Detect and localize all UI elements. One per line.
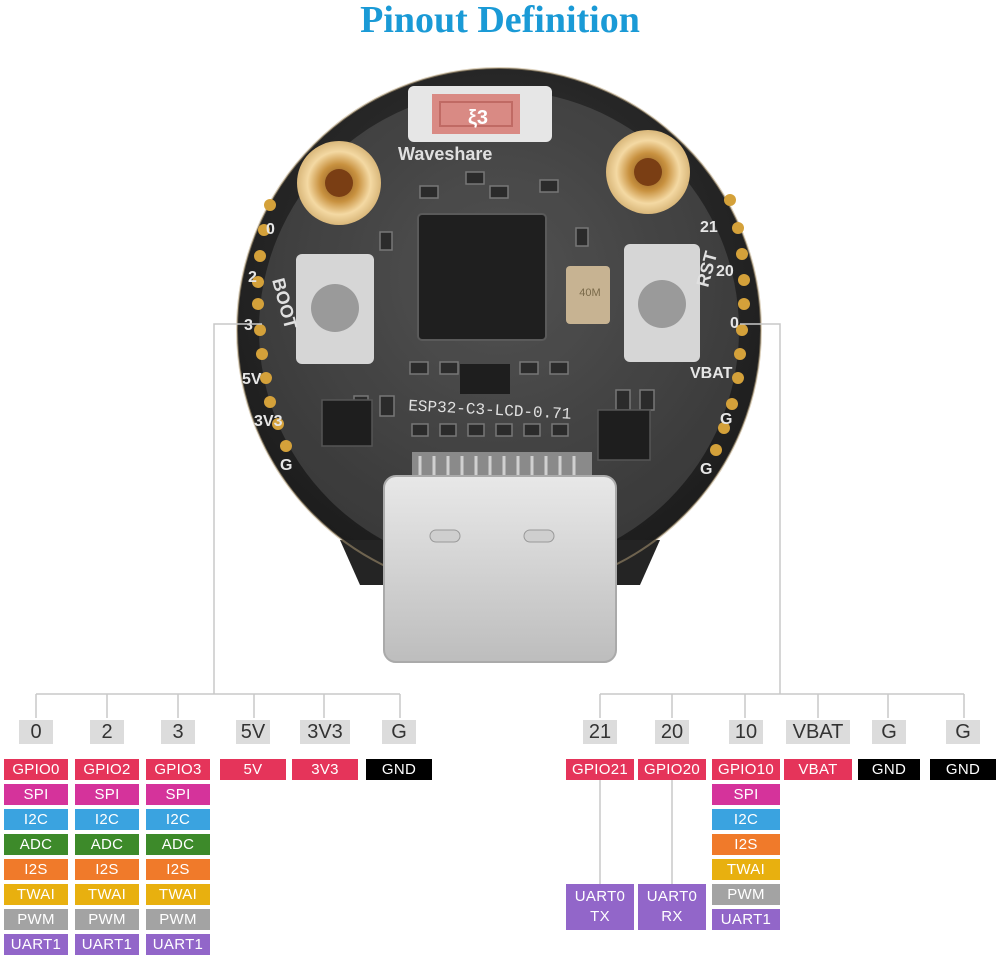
uart0-tag-line: UART0 bbox=[566, 887, 634, 907]
pin-number-label: 10 bbox=[729, 720, 763, 744]
function-tag-pwm: PWM bbox=[146, 909, 210, 930]
function-tag-adc: ADC bbox=[4, 834, 68, 855]
function-tag-adc: ADC bbox=[146, 834, 210, 855]
function-tag-twai: TWAI bbox=[146, 884, 210, 905]
function-tag-5v: 5V bbox=[220, 759, 286, 780]
pin-number-label: 2 bbox=[90, 720, 124, 744]
function-tag-i2s: I2S bbox=[146, 859, 210, 880]
function-tag-i2s: I2S bbox=[712, 834, 780, 855]
function-tag-uart1: UART1 bbox=[75, 934, 139, 955]
svg-text:40M: 40M bbox=[579, 287, 600, 299]
function-tag-gpio10: GPIO10 bbox=[712, 759, 780, 780]
function-tag-twai: TWAI bbox=[4, 884, 68, 905]
svg-text:VBAT: VBAT bbox=[690, 365, 733, 382]
svg-text:2: 2 bbox=[248, 269, 257, 286]
function-tag-gpio2: GPIO2 bbox=[75, 759, 139, 780]
pin-number-label: G bbox=[946, 720, 980, 744]
pin-number-label: 5V bbox=[236, 720, 270, 744]
function-tag-pwm: PWM bbox=[712, 884, 780, 905]
function-tag-uart1: UART1 bbox=[712, 909, 780, 930]
svg-text:0: 0 bbox=[266, 221, 275, 238]
function-tag-gnd: GND bbox=[366, 759, 432, 780]
usb-c-connector bbox=[384, 452, 616, 662]
function-tag-spi: SPI bbox=[146, 784, 210, 805]
boot-button bbox=[296, 254, 374, 364]
uart0-tag-line: RX bbox=[638, 907, 706, 927]
function-tag-i2c: I2C bbox=[4, 809, 68, 830]
right-pin-column: G GND bbox=[930, 720, 996, 784]
function-tag-i2c: I2C bbox=[75, 809, 139, 830]
svg-text:21: 21 bbox=[700, 219, 718, 236]
function-tag-gnd: GND bbox=[858, 759, 920, 780]
svg-text:ξ3: ξ3 bbox=[468, 107, 488, 129]
function-tag-gnd: GND bbox=[930, 759, 996, 780]
brand-text: Waveshare bbox=[398, 144, 492, 164]
function-tag-gpio0: GPIO0 bbox=[4, 759, 68, 780]
svg-text:3: 3 bbox=[244, 317, 253, 334]
function-tag-twai: TWAI bbox=[75, 884, 139, 905]
function-tag-spi: SPI bbox=[75, 784, 139, 805]
function-tag-pwm: PWM bbox=[4, 909, 68, 930]
pin-number-label: G bbox=[872, 720, 906, 744]
pin-number-label: G bbox=[382, 720, 416, 744]
right-pin-column: VBAT VBAT bbox=[784, 720, 852, 784]
function-tag-gpio3: GPIO3 bbox=[146, 759, 210, 780]
svg-text:0: 0 bbox=[730, 315, 739, 332]
function-tag-gpio21: GPIO21 bbox=[566, 759, 634, 780]
function-tag-spi: SPI bbox=[712, 784, 780, 805]
function-tag-i2s: I2S bbox=[4, 859, 68, 880]
mcu-chip bbox=[418, 214, 546, 340]
pin-number-label: 21 bbox=[583, 720, 617, 744]
function-tag-uart1: UART1 bbox=[146, 934, 210, 955]
pin-number-label: 0 bbox=[19, 720, 53, 744]
function-tag-i2s: I2S bbox=[75, 859, 139, 880]
function-tag-pwm: PWM bbox=[75, 909, 139, 930]
svg-text:G: G bbox=[720, 411, 732, 428]
pin-number-label: VBAT bbox=[786, 720, 850, 744]
function-tag-adc: ADC bbox=[75, 834, 139, 855]
svg-text:G: G bbox=[700, 461, 712, 478]
left-pin-column: 3V3 3V3 bbox=[292, 720, 358, 784]
function-tag-vbat: VBAT bbox=[784, 759, 852, 780]
right-pin-column: G GND bbox=[858, 720, 920, 784]
svg-text:20: 20 bbox=[716, 263, 734, 280]
pin-number-label: 20 bbox=[655, 720, 689, 744]
pin-number-label: 3 bbox=[161, 720, 195, 744]
function-tag-uart1: UART1 bbox=[4, 934, 68, 955]
uart0-tag-line: TX bbox=[566, 907, 634, 927]
left-pin-column: G GND bbox=[366, 720, 432, 784]
svg-text:G: G bbox=[280, 457, 292, 474]
svg-text:5V: 5V bbox=[242, 371, 262, 388]
pin-number-label: 3V3 bbox=[300, 720, 350, 744]
function-tag-i2c: I2C bbox=[146, 809, 210, 830]
reset-button bbox=[624, 244, 700, 362]
function-tag-twai: TWAI bbox=[712, 859, 780, 880]
svg-text:3V3: 3V3 bbox=[254, 413, 283, 430]
function-tag-3v3: 3V3 bbox=[292, 759, 358, 780]
function-tag-gpio20: GPIO20 bbox=[638, 759, 706, 780]
left-pin-column: 5V 5V bbox=[220, 720, 286, 784]
uart0-tag-line: UART0 bbox=[638, 887, 706, 907]
function-tag-spi: SPI bbox=[4, 784, 68, 805]
function-tag-i2c: I2C bbox=[712, 809, 780, 830]
